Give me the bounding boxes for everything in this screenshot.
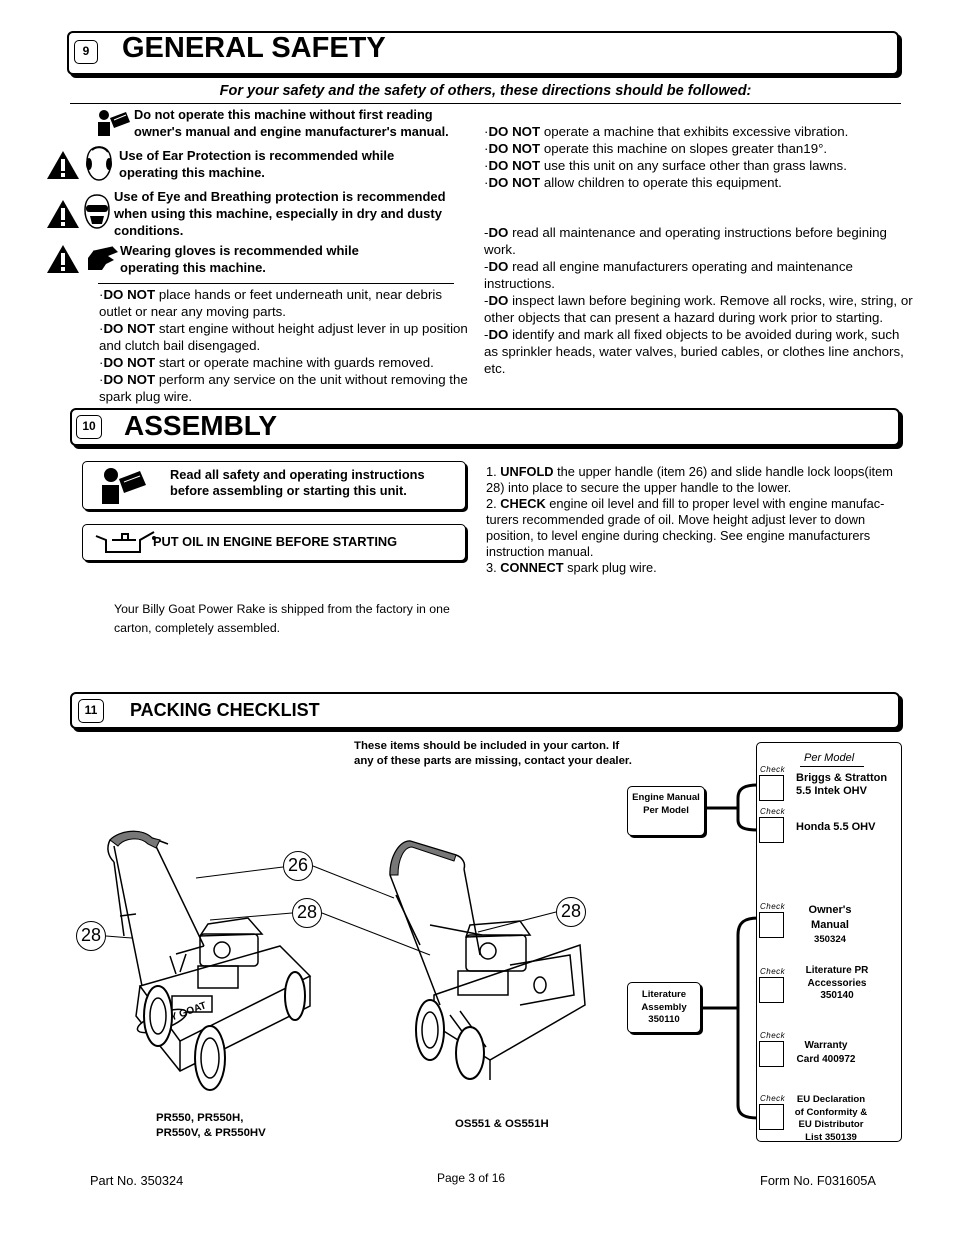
checklist-panel [756, 742, 902, 1142]
literature-group [627, 982, 701, 1033]
warning-icon [47, 151, 79, 179]
section-number: 10 [76, 415, 102, 439]
assembly-header [70, 408, 900, 446]
checkbox-literature-pr[interactable] [759, 977, 784, 1003]
list-item: ·DO NOT perform any service on the unit … [99, 372, 468, 404]
check-label: Check [760, 807, 786, 816]
per-model-rule [800, 766, 864, 767]
check-label: Check [760, 967, 786, 976]
oil-can-icon [95, 531, 156, 553]
checkbox-honda[interactable] [759, 817, 784, 843]
subtitle-rule [70, 103, 901, 104]
list-item: ·DO NOT operate a machine that exhibits … [484, 124, 849, 139]
right-do-list: -DO read all maintenance and operating i… [484, 224, 914, 377]
read-instructions-text: Read all safety and operating instructio… [170, 467, 425, 498]
shipped-text: Your Billy Goat Power Rake is shipped fr… [114, 602, 450, 635]
warning-ear-protection: Use of Ear Protection is recommended whi… [119, 148, 395, 180]
literature-label: Literature Assembly 350110 [641, 989, 687, 1025]
checkbox-warranty[interactable] [759, 1041, 784, 1067]
section-title: PACKING CHECKLIST [130, 700, 320, 720]
warning-rule [98, 283, 454, 284]
warning-icon [47, 245, 79, 273]
list-item: 2. CHECK engine oil level and fill to pr… [486, 496, 885, 559]
warning-eye-protection: Use of Eye and Breathing protection is r… [114, 189, 446, 238]
list-item: ·DO NOT use this unit on any surface oth… [484, 158, 847, 173]
warning-icon [47, 200, 79, 228]
check-label: Check [760, 765, 786, 774]
engine-manual-label: Engine Manual Per Model [632, 792, 700, 816]
section-title: ASSEMBLY [124, 410, 278, 441]
oil-text: PUT OIL IN ENGINE BEFORE STARTING [153, 534, 398, 549]
callout-item-28: 28 [556, 897, 586, 927]
oil-box [82, 524, 466, 561]
packing-intro: These items should be included in your c… [354, 740, 632, 767]
list-item: ·DO NOT operate this machine on slopes g… [484, 141, 828, 156]
checkbox-owners-manual[interactable] [759, 912, 784, 938]
model-label-pr550: PR550, PR550H,PR550V, & PR550HV [156, 1112, 266, 1139]
checkbox-briggs[interactable] [759, 775, 784, 801]
honda-label: Honda 5.5 OHV [796, 821, 876, 833]
engine-manual-group [627, 786, 705, 836]
assembly-steps: 1. UNFOLD the upper handle (item 26) and… [486, 464, 904, 576]
reader-icon [98, 110, 130, 136]
list-item: -DO identify and mark all fixed objects … [484, 327, 904, 376]
section-number: 9 [74, 40, 98, 64]
right-donot-list: ·DO NOT operate a machine that exhibits … [484, 123, 914, 191]
list-item: ·DO NOT start or operate machine with gu… [99, 355, 434, 370]
list-item: -DO inspect lawn before begining work. R… [484, 293, 913, 325]
reader-icon [102, 468, 146, 504]
list-item: ·DO NOT allow children to operate this e… [484, 175, 782, 190]
section-number: 11 [78, 699, 104, 723]
list-item: 3. CONNECT spark plug wire. [486, 560, 657, 575]
footer-part-number: Part No. 350324 [90, 1173, 184, 1188]
ear-protection-icon [86, 146, 112, 181]
footer-page-number: Page 3 of 16 [437, 1171, 506, 1185]
section-title: GENERAL SAFETY [122, 32, 386, 64]
check-label: Check [760, 1094, 786, 1103]
list-item: ·DO NOT start engine without height adju… [99, 321, 468, 353]
list-item: 1. UNFOLD the upper handle (item 26) and… [486, 464, 893, 495]
general-safety-header [67, 31, 899, 75]
checkbox-eu-declaration[interactable] [759, 1104, 784, 1130]
callout-item-26: 26 [283, 851, 313, 881]
model-label-os551: OS551 & OS551H [455, 1118, 549, 1130]
callout-item-28: 28 [76, 921, 106, 951]
left-donot-list: ·DO NOT place hands or feet underneath u… [99, 286, 469, 405]
gloves-icon [88, 245, 118, 270]
list-item: -DO read all engine manufacturers operat… [484, 259, 853, 291]
warning-read-manual: Do not operate this machine without firs… [134, 107, 449, 139]
per-model-label: Per Model [804, 752, 855, 764]
list-item: ·DO NOT place hands or feet underneath u… [99, 287, 442, 319]
callout-item-28: 28 [292, 898, 322, 928]
check-label: Check [760, 1031, 786, 1040]
packing-header [70, 692, 900, 729]
pr550-machine-illustration: BILLY GOAT [107, 830, 312, 1091]
footer-form-number: Form No. F031605A [760, 1173, 876, 1188]
read-instructions-box [82, 461, 466, 510]
safety-subtitle: For your safety and the safety of others… [219, 83, 752, 99]
check-label: Check [760, 902, 786, 911]
list-item: -DO read all maintenance and operating i… [484, 225, 887, 257]
eye-breathing-protection-icon [84, 194, 110, 229]
os551-machine-illustration [389, 840, 586, 1080]
